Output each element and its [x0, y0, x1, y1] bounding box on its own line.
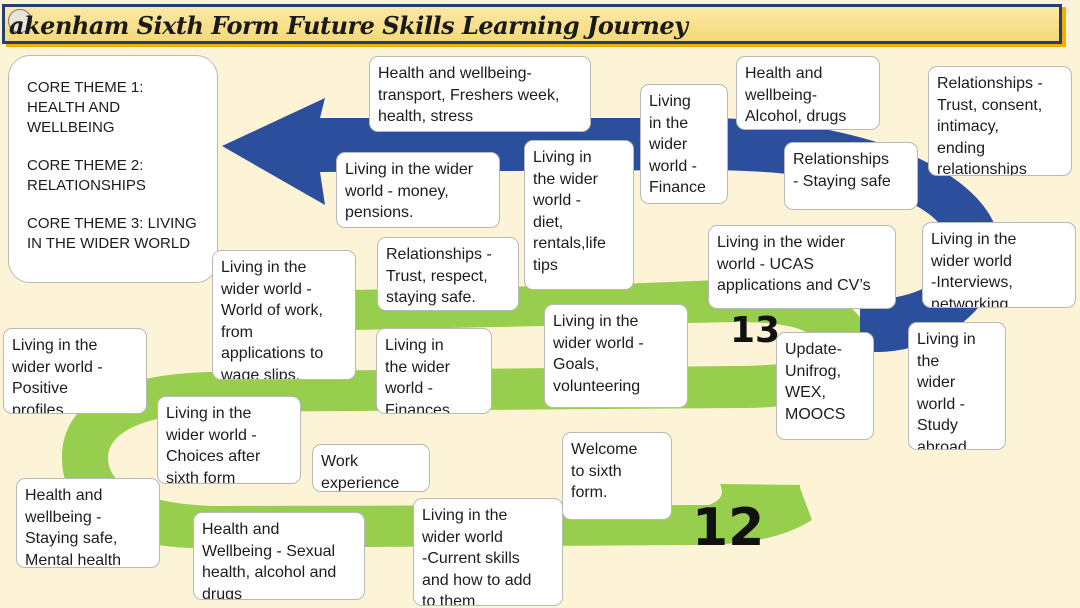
box-ucas: Living in the wider world - UCAS applica… [708, 225, 896, 309]
year-13-label: 13 [730, 310, 781, 351]
box-world-of-work: Living in the wider world - World of wor… [212, 250, 356, 380]
box-goals: Living in the wider world - Goals, volun… [544, 304, 688, 408]
box-study-abroad: Living in the wider world - Study abroad [908, 322, 1006, 450]
school-logo [8, 9, 32, 33]
core-theme-3: CORE THEME 3: LIVING IN THE WIDER WORLD [27, 215, 197, 252]
box-finance: Living in the wider world - Finance [640, 84, 728, 204]
core-theme-2: CORE THEME 2: RELATIONSHIPS [27, 157, 146, 194]
box-current-skills: Living in the wider world -Current skill… [413, 498, 563, 606]
box-staying-safe: Relationships - Staying safe [784, 142, 918, 210]
year-12-label: 12 [692, 498, 765, 558]
box-work-experience: Work experience [312, 444, 430, 492]
box-welcome: Welcome to sixth form. [562, 432, 672, 520]
page-title: akenham Sixth Form Future Skills Learnin… [9, 11, 688, 40]
box-trust-consent: Relationships - Trust, consent, intimacy… [928, 66, 1072, 176]
box-alcohol-drugs: Health and wellbeing- Alcohol, drugs [736, 56, 880, 130]
box-unifrog: Update- Unifrog, WEX, MOOCS [776, 332, 874, 440]
box-finances: Living in the wider world - Finances [376, 328, 492, 414]
box-interviews: Living in the wider world -Interviews, n… [922, 222, 1076, 308]
box-diet-rentals: Living in the wider world - diet, rental… [524, 140, 634, 290]
title-bar: akenham Sixth Form Future Skills Learnin… [2, 4, 1062, 44]
core-theme-1: CORE THEME 1: HEALTH AND WELLBEING [27, 79, 144, 136]
box-mental-health: Health and wellbeing - Staying safe, Men… [16, 478, 160, 568]
box-positive-profiles: Living in the wider world - Positive pro… [3, 328, 147, 414]
box-health-transport: Health and wellbeing- transport, Fresher… [369, 56, 591, 132]
box-choices: Living in the wider world - Choices afte… [157, 396, 301, 484]
box-money-pensions: Living in the wider world - money, pensi… [336, 152, 500, 228]
core-themes-panel: CORE THEME 1: HEALTH AND WELLBEING CORE … [8, 55, 218, 283]
box-sexual-health: Health and Wellbeing - Sexual health, al… [193, 512, 365, 600]
box-trust-respect: Relationships - Trust, respect, staying … [377, 237, 519, 311]
